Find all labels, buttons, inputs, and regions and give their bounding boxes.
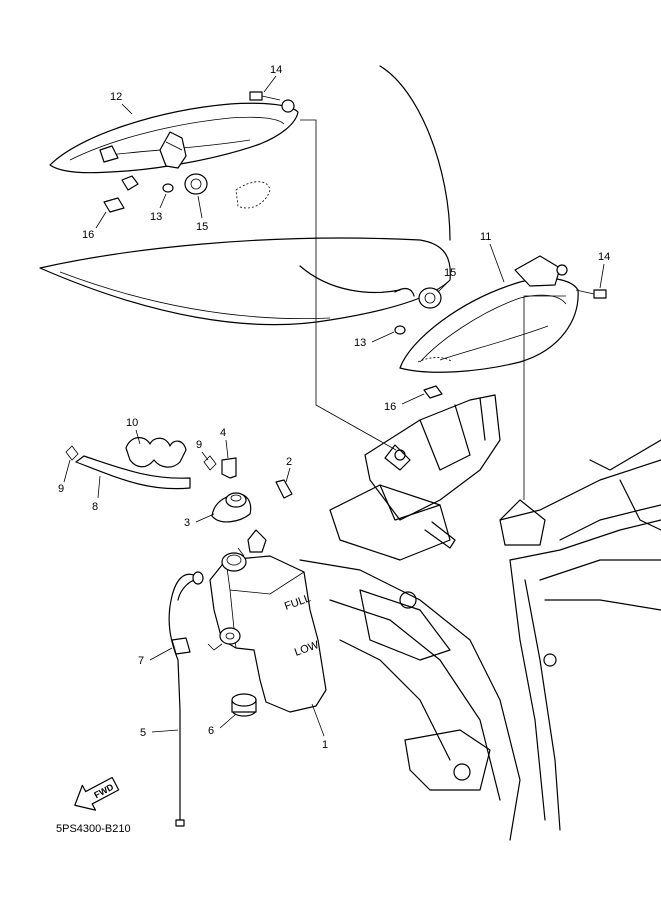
callout-1: 1 [322,739,328,751]
callout-16-right: 16 [384,401,396,413]
hardware-parts [103,91,607,335]
callout-14-upper: 14 [270,64,282,76]
callout-13-right: 13 [354,337,366,349]
callout-13-upper: 13 [150,211,162,223]
callout-4: 4 [220,427,226,439]
callout-5: 5 [140,727,146,739]
cap-and-screw [211,479,293,523]
hose-and-clips [65,437,237,490]
breather-hose [168,571,204,827]
part-12-side-cover-upper [49,102,299,209]
callout-7: 7 [138,655,144,667]
frame-structure [299,394,661,841]
callout-2: 2 [286,456,292,468]
diagram-code: 5PS4300-B210 [56,823,131,835]
callout-10: 10 [126,417,138,429]
callout-9-right: 9 [196,439,202,451]
callout-12: 12 [110,91,122,103]
callout-15-upper: 15 [196,221,208,233]
callout-9-left: 9 [58,483,64,495]
callout-6: 6 [208,725,214,737]
reference-lines [207,119,566,651]
callout-15-right: 15 [444,267,456,279]
callouts: 14 12 13 15 16 11 14 15 13 16 10 4 9 2 9… [58,64,610,751]
callout-3: 3 [184,517,190,529]
callout-8: 8 [92,501,98,513]
callout-14-right: 14 [598,251,610,263]
callout-16-upper: 16 [82,229,94,241]
part-6-grommet [231,693,257,717]
callout-11: 11 [480,231,491,243]
fwd-arrow: FWD [74,776,120,811]
part-1-reservoir-tank: FULL LOW [209,529,327,713]
part-11-side-cover-right [399,255,579,399]
